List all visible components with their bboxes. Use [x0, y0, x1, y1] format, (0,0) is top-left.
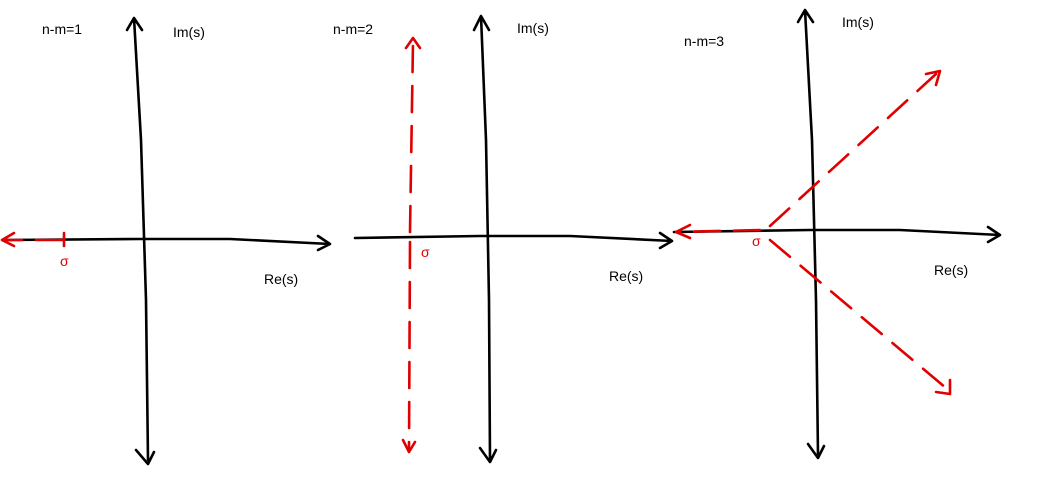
asymptote-2-up-arrowhead	[404, 36, 422, 50]
centroid-label-1: σ	[60, 253, 69, 269]
imag-axis-1	[125, 16, 156, 466]
asymptote-2-down-arrowhead	[401, 438, 417, 454]
real-axis-3	[672, 225, 1002, 244]
panel-title-3: n-m=3	[684, 33, 724, 49]
panel-n-m-3: n-m=3 Im(s) Re(s) σ	[672, 8, 1002, 460]
asymptote-3-down-right-arrowhead	[934, 378, 952, 396]
imag-axis-label-1: Im(s)	[173, 24, 205, 40]
imag-axis-label-3: Im(s)	[842, 14, 874, 30]
asymptote-2-up	[408, 40, 415, 234]
asymptote-3-left-arrowhead	[674, 223, 692, 240]
asymptote-3-down-right	[768, 238, 948, 390]
centroid-label-3: σ	[752, 233, 761, 249]
asymptote-2-down	[407, 240, 412, 450]
imag-axis-3	[796, 8, 826, 460]
panel-title-2: n-m=2	[333, 21, 373, 37]
asymptote-3-left	[676, 228, 762, 234]
asymptote-1-left-arrowhead	[0, 231, 16, 248]
asymptote-3-up-right	[768, 72, 938, 228]
centroid-label-2: σ	[421, 244, 430, 260]
real-axis-label-1: Re(s)	[264, 271, 298, 287]
panel-n-m-1: n-m=1 Im(s) Re(s) σ	[0, 16, 332, 466]
real-axis-label-2: Re(s)	[609, 268, 643, 284]
real-axis-label-3: Re(s)	[934, 262, 968, 278]
panel-title-1: n-m=1	[42, 21, 82, 37]
imag-axis-label-2: Im(s)	[517, 20, 549, 36]
asymptote-3-up-right-arrowhead	[924, 69, 942, 87]
real-axis-2	[353, 231, 674, 250]
imag-axis-2	[472, 14, 498, 464]
panel-n-m-2: n-m=2 Im(s) Re(s) σ	[333, 14, 674, 464]
real-axis-1	[3, 234, 332, 252]
